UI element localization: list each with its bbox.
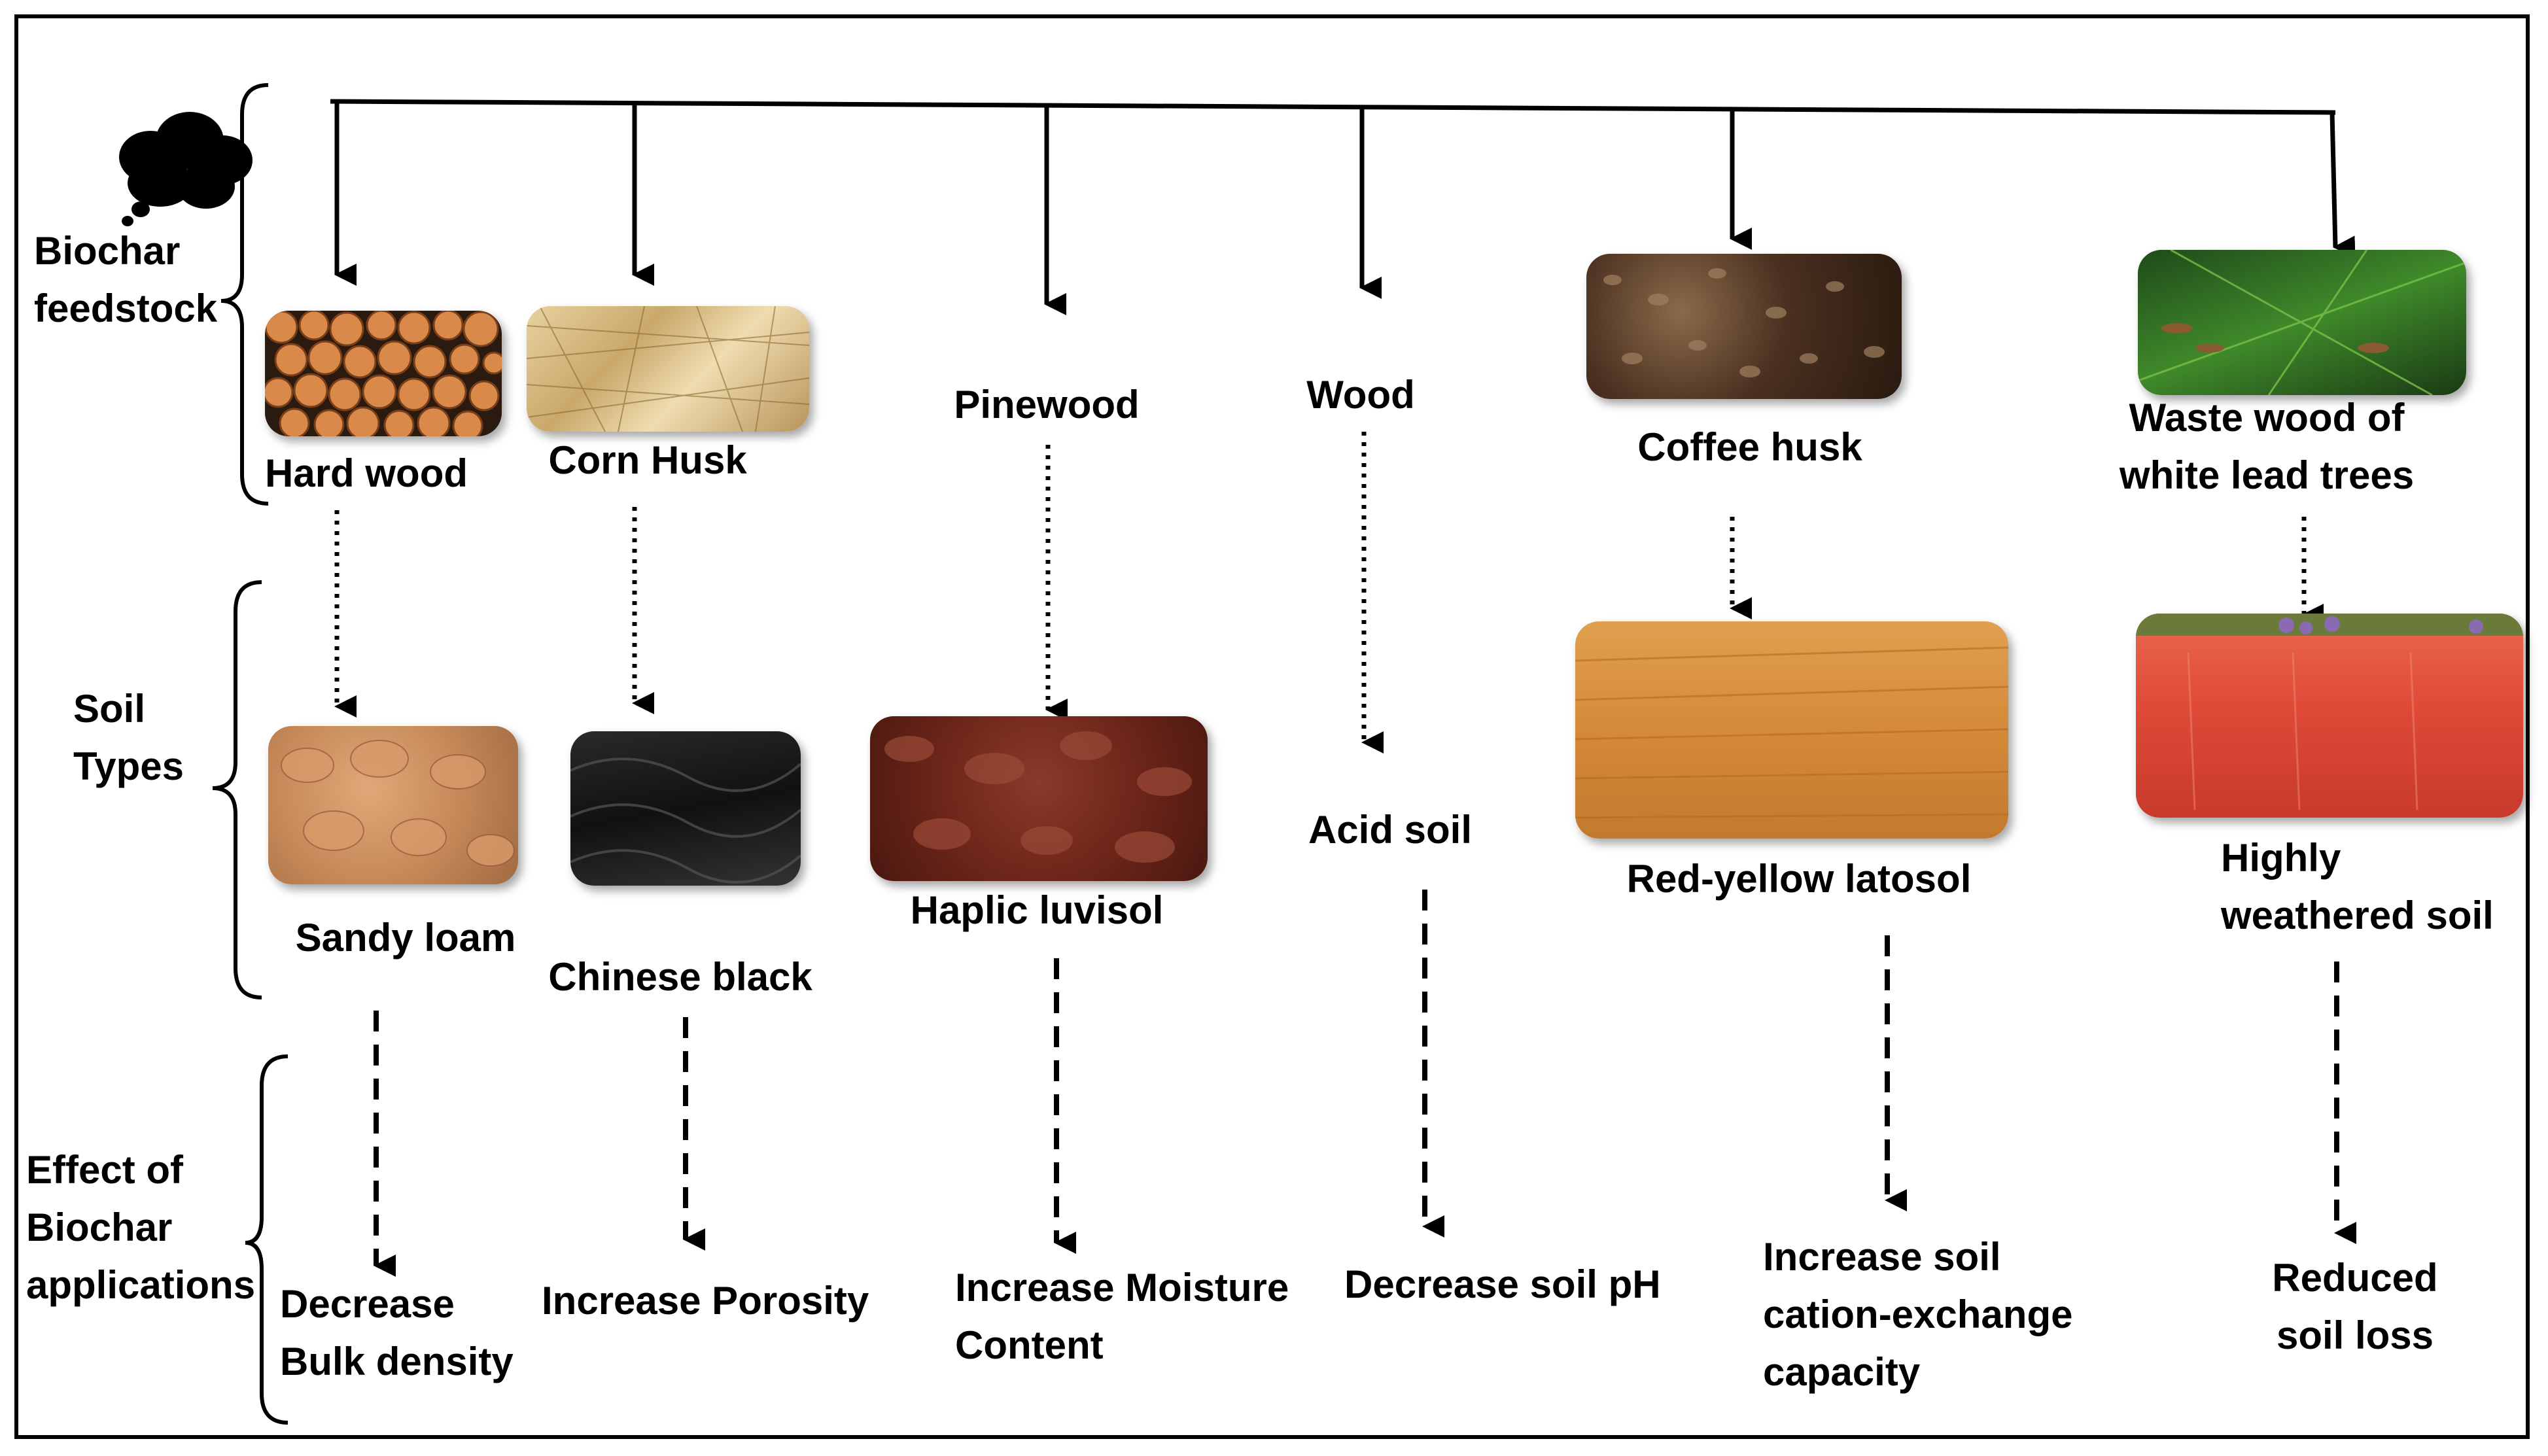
- effect-label-soil-ph: Decrease soil pH: [1344, 1256, 1661, 1313]
- bracket-effect: [245, 1054, 288, 1425]
- effect-label-cec-line3: capacity: [1763, 1350, 1921, 1394]
- red-yellow-latosol-image: [1575, 621, 2008, 839]
- feedstock-label-waste-wood-line2: white lead trees: [2119, 453, 2415, 497]
- feedstock-label-coffee-husk: Coffee husk: [1596, 419, 1904, 476]
- category-soil-line2: Types: [73, 744, 184, 788]
- effect-label-bulk-density-line1: Decrease: [280, 1282, 455, 1326]
- feedstock-label-hard-wood: Hard wood: [255, 445, 478, 502]
- category-effect-line3: applications: [26, 1263, 256, 1307]
- category-effect-line1: Effect of: [26, 1148, 183, 1192]
- chinese-black-soil-image: [570, 731, 801, 886]
- soil-label-chinese-black: Chinese black: [536, 948, 824, 1006]
- effect-label-soil-loss-line1: Reduced: [2272, 1256, 2438, 1300]
- soil-label-red-yellow-latosol: Red-yellow latosol: [1590, 850, 2008, 908]
- effect-label-bulk-density-line2: Bulk density: [280, 1340, 514, 1383]
- effect-label-moisture-line1: Increase Moisture: [955, 1266, 1289, 1309]
- feedstock-label-pinewood-text: Pinewood: [954, 383, 1140, 426]
- effect-label-cec: Increase soil cation-exchange capacity: [1763, 1228, 2072, 1401]
- effect-label-soil-ph-text: Decrease soil pH: [1344, 1262, 1661, 1306]
- effect-label-soil-loss: Reduced soil loss: [2211, 1249, 2499, 1364]
- feedstock-label-wood-text: Wood: [1306, 373, 1415, 417]
- feedstock-label-corn-husk-text: Corn Husk: [548, 438, 747, 482]
- effect-label-bulk-density: Decrease Bulk density: [280, 1275, 514, 1391]
- effect-label-moisture: Increase Moisture Content: [955, 1259, 1289, 1374]
- feedstock-label-wood: Wood: [1263, 366, 1459, 424]
- bracket-feedstock: [220, 83, 269, 506]
- soil-label-acid-soil-text: Acid soil: [1308, 808, 1473, 852]
- feedstock-label-hard-wood-text: Hard wood: [265, 451, 468, 495]
- category-soil-types: Soil Types: [73, 680, 184, 795]
- category-effect-line2: Biochar: [26, 1205, 173, 1249]
- soil-label-sandy-loam: Sandy loam: [275, 909, 536, 967]
- coffee-husk-image: [1586, 254, 1902, 399]
- corn-husk-image: [527, 306, 809, 432]
- soil-label-highly-weathered-line2: weathered soil: [2221, 893, 2494, 937]
- category-soil-line1: Soil: [73, 687, 146, 731]
- haplic-luvisol-image: [870, 716, 1208, 881]
- effect-label-cec-line2: cation-exchange: [1763, 1292, 2073, 1336]
- soil-label-haplic-luvisol: Haplic luvisol: [890, 882, 1184, 939]
- waste-wood-image: [2138, 250, 2466, 395]
- effect-label-porosity-text: Increase Porosity: [542, 1279, 869, 1323]
- category-feedstock-line2: feedstock: [34, 286, 218, 330]
- category-feedstock: Biochar feedstock: [34, 222, 217, 338]
- soil-label-chinese-black-text: Chinese black: [548, 955, 812, 999]
- soil-label-highly-weathered-line1: Highly: [2221, 836, 2341, 880]
- effect-label-cec-line1: Increase soil: [1763, 1235, 2001, 1279]
- bracket-soil: [212, 580, 262, 999]
- soil-label-acid-soil: Acid soil: [1276, 801, 1505, 859]
- arrow-waste-wood: [2330, 112, 2356, 258]
- feedstock-label-waste-wood-line1: Waste wood of: [2129, 396, 2405, 440]
- effect-label-soil-loss-line2: soil loss: [2276, 1313, 2434, 1357]
- highly-weathered-soil-image: [2136, 614, 2523, 818]
- feedstock-top-bar: [330, 99, 2336, 115]
- soil-label-red-yellow-latosol-text: Red-yellow latosol: [1626, 857, 1972, 901]
- soil-label-highly-weathered: Highly weathered soil: [2221, 829, 2494, 945]
- feedstock-label-coffee-husk-text: Coffee husk: [1637, 425, 1862, 469]
- hard-wood-image: [265, 311, 502, 436]
- category-effect: Effect of Biochar applications: [26, 1141, 255, 1314]
- feedstock-label-waste-wood: Waste wood of white lead trees: [2097, 389, 2437, 504]
- effect-label-moisture-line2: Content: [955, 1323, 1104, 1367]
- effect-label-porosity: Increase Porosity: [542, 1272, 869, 1330]
- category-feedstock-line1: Biochar: [34, 229, 181, 273]
- soil-label-haplic-luvisol-text: Haplic luvisol: [910, 888, 1164, 932]
- soil-label-sandy-loam-text: Sandy loam: [295, 916, 516, 960]
- feedstock-label-corn-husk: Corn Husk: [533, 432, 762, 489]
- sandy-loam-image: [268, 726, 518, 884]
- feedstock-label-pinewood: Pinewood: [916, 376, 1178, 434]
- thought-cloud-icon: [119, 112, 253, 226]
